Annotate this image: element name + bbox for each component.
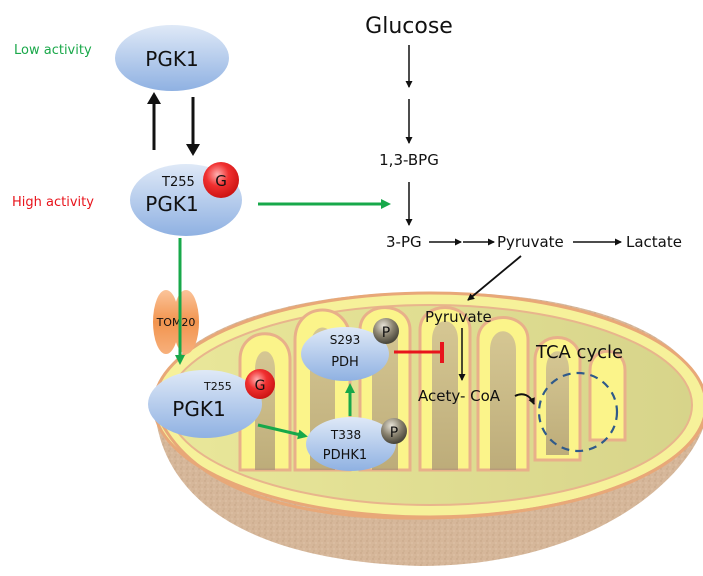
pdh-protein: S293 PDH P bbox=[301, 318, 399, 381]
tca-cycle-label: TCA cycle bbox=[535, 342, 623, 363]
pdhk1-label: PDHK1 bbox=[323, 448, 367, 463]
pgk1-top-label: PGK1 bbox=[145, 47, 198, 71]
pgk1-mito-site-label: T255 bbox=[203, 380, 232, 393]
tca-cycle-circle bbox=[537, 371, 619, 453]
pgk1-mitochondrial: T255 PGK1 G bbox=[148, 369, 275, 438]
pdhk1-site-label: T338 bbox=[330, 428, 361, 442]
pgk1-mid-site-label: T255 bbox=[161, 175, 195, 190]
tom20-receptor: TOM20 bbox=[153, 290, 199, 354]
pgk1-low-activity: PGK1 bbox=[115, 25, 229, 91]
pdh-site-label: S293 bbox=[330, 333, 361, 347]
arrow-pyruvate-import bbox=[467, 255, 522, 301]
high-activity-label: High activity bbox=[12, 195, 94, 210]
activation-arrow-to-pdhk1 bbox=[257, 423, 308, 440]
glycosylation-badge-mito bbox=[245, 369, 275, 399]
pdhk1-protein: T338 PDHK1 P bbox=[306, 417, 407, 471]
phospho-badge-pdhk1-label: P bbox=[390, 425, 398, 441]
phosphorylation-badge-pdh bbox=[373, 318, 399, 344]
low-activity-label: Low activity bbox=[14, 43, 92, 58]
pyruvate-cyto-label: Pyruvate bbox=[497, 233, 564, 251]
tom20-label: TOM20 bbox=[156, 316, 196, 329]
bpg-label: 1,3-BPG bbox=[379, 151, 439, 169]
glyco-badge-mito-label: G bbox=[255, 378, 266, 394]
glyco-badge-label: G bbox=[215, 172, 227, 190]
pyruvate-mito-label: Pyruvate bbox=[425, 308, 492, 326]
pgk1-mid-label: PGK1 bbox=[145, 192, 198, 216]
glucose-label: Glucose bbox=[365, 14, 453, 39]
glycosylation-badge bbox=[203, 162, 239, 198]
lactate-label: Lactate bbox=[626, 233, 682, 251]
acetyl-coa-label: Acety- CoA bbox=[418, 387, 501, 405]
3pg-label: 3-PG bbox=[386, 233, 422, 251]
phospho-badge-pdh-label: P bbox=[382, 325, 390, 341]
pdh-label: PDH bbox=[331, 355, 359, 370]
equilibrium-arrows bbox=[147, 92, 200, 156]
pgk1-mito-label: PGK1 bbox=[172, 397, 225, 421]
pgk1-high-activity: T255 PGK1 G bbox=[130, 162, 242, 236]
phosphorylation-badge-pdhk1 bbox=[381, 418, 407, 444]
inhibition-mark bbox=[394, 342, 444, 363]
arrow-acetylcoa-to-tca bbox=[514, 393, 535, 405]
